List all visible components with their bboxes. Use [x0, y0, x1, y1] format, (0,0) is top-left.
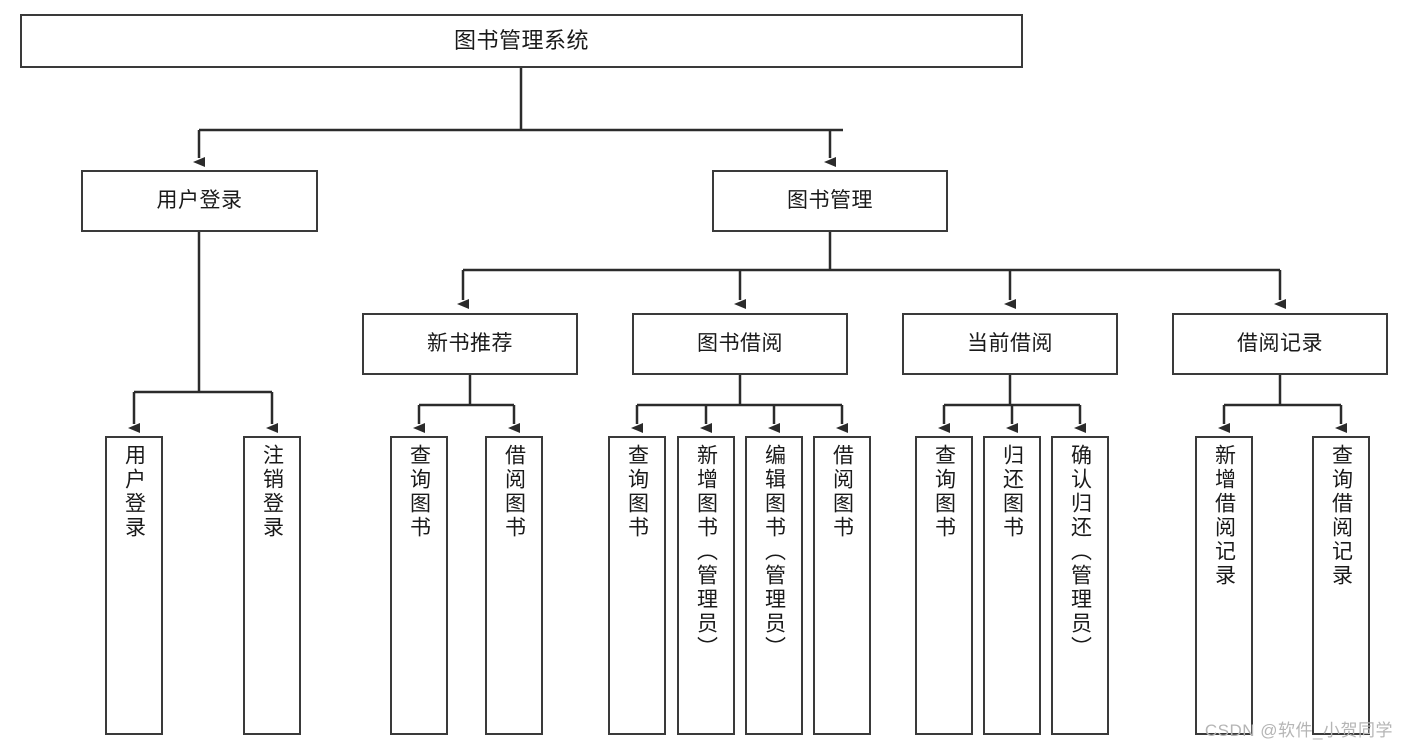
leaf-query-book-current[interactable]: 查询图书 [915, 436, 973, 735]
leaf-add-borrow-record[interactable]: 新增借阅记录 [1195, 436, 1253, 735]
node-new-book-recommend[interactable]: 新书推荐 [362, 313, 578, 375]
node-label: 查询图书 [407, 444, 431, 540]
node-book-management[interactable]: 图书管理 [712, 170, 948, 232]
leaf-return-book[interactable]: 归还图书 [983, 436, 1041, 735]
node-borrow-records[interactable]: 借阅记录 [1172, 313, 1388, 375]
node-label: 查询图书 [932, 444, 956, 540]
node-label: 图书管理 [787, 188, 873, 212]
node-label: 借阅图书 [502, 444, 526, 540]
leaf-confirm-return-admin[interactable]: 确认归还（管理员） [1051, 436, 1109, 735]
node-label: 归还图书 [1000, 444, 1024, 540]
leaf-user-login[interactable]: 用户登录 [105, 436, 163, 735]
leaf-borrow-book[interactable]: 借阅图书 [813, 436, 871, 735]
node-label: 用户登录 [122, 444, 146, 540]
watermark-text: CSDN @软件_小贺同学 [1204, 721, 1393, 740]
node-user-login[interactable]: 用户登录 [81, 170, 318, 232]
leaf-borrow-book-newbook[interactable]: 借阅图书 [485, 436, 543, 735]
leaf-logout[interactable]: 注销登录 [243, 436, 301, 735]
node-label: 编辑图书（管理员） [762, 444, 786, 660]
node-label: 新增图书（管理员） [694, 444, 718, 660]
node-label: 图书管理系统 [453, 28, 589, 54]
node-label: 新书推荐 [427, 331, 513, 355]
leaf-query-book-newbook[interactable]: 查询图书 [390, 436, 448, 735]
node-label: 新增借阅记录 [1212, 444, 1236, 588]
node-root-system[interactable]: 图书管理系统 [20, 14, 1023, 68]
node-label: 借阅记录 [1237, 331, 1323, 355]
node-current-borrow[interactable]: 当前借阅 [902, 313, 1118, 375]
node-label: 注销登录 [260, 444, 284, 540]
node-label: 查询图书 [625, 444, 649, 540]
node-book-borrow[interactable]: 图书借阅 [632, 313, 848, 375]
node-label: 确认归还（管理员） [1068, 444, 1092, 660]
node-label: 查询借阅记录 [1329, 444, 1353, 588]
leaf-query-book-borrow[interactable]: 查询图书 [608, 436, 666, 735]
node-label: 当前借阅 [967, 331, 1053, 355]
node-label: 借阅图书 [830, 444, 854, 540]
node-label: 用户登录 [156, 188, 243, 212]
leaf-add-book-admin[interactable]: 新增图书（管理员） [677, 436, 735, 735]
leaf-edit-book-admin[interactable]: 编辑图书（管理员） [745, 436, 803, 735]
leaf-query-borrow-record[interactable]: 查询借阅记录 [1312, 436, 1370, 735]
node-label: 图书借阅 [697, 331, 783, 355]
